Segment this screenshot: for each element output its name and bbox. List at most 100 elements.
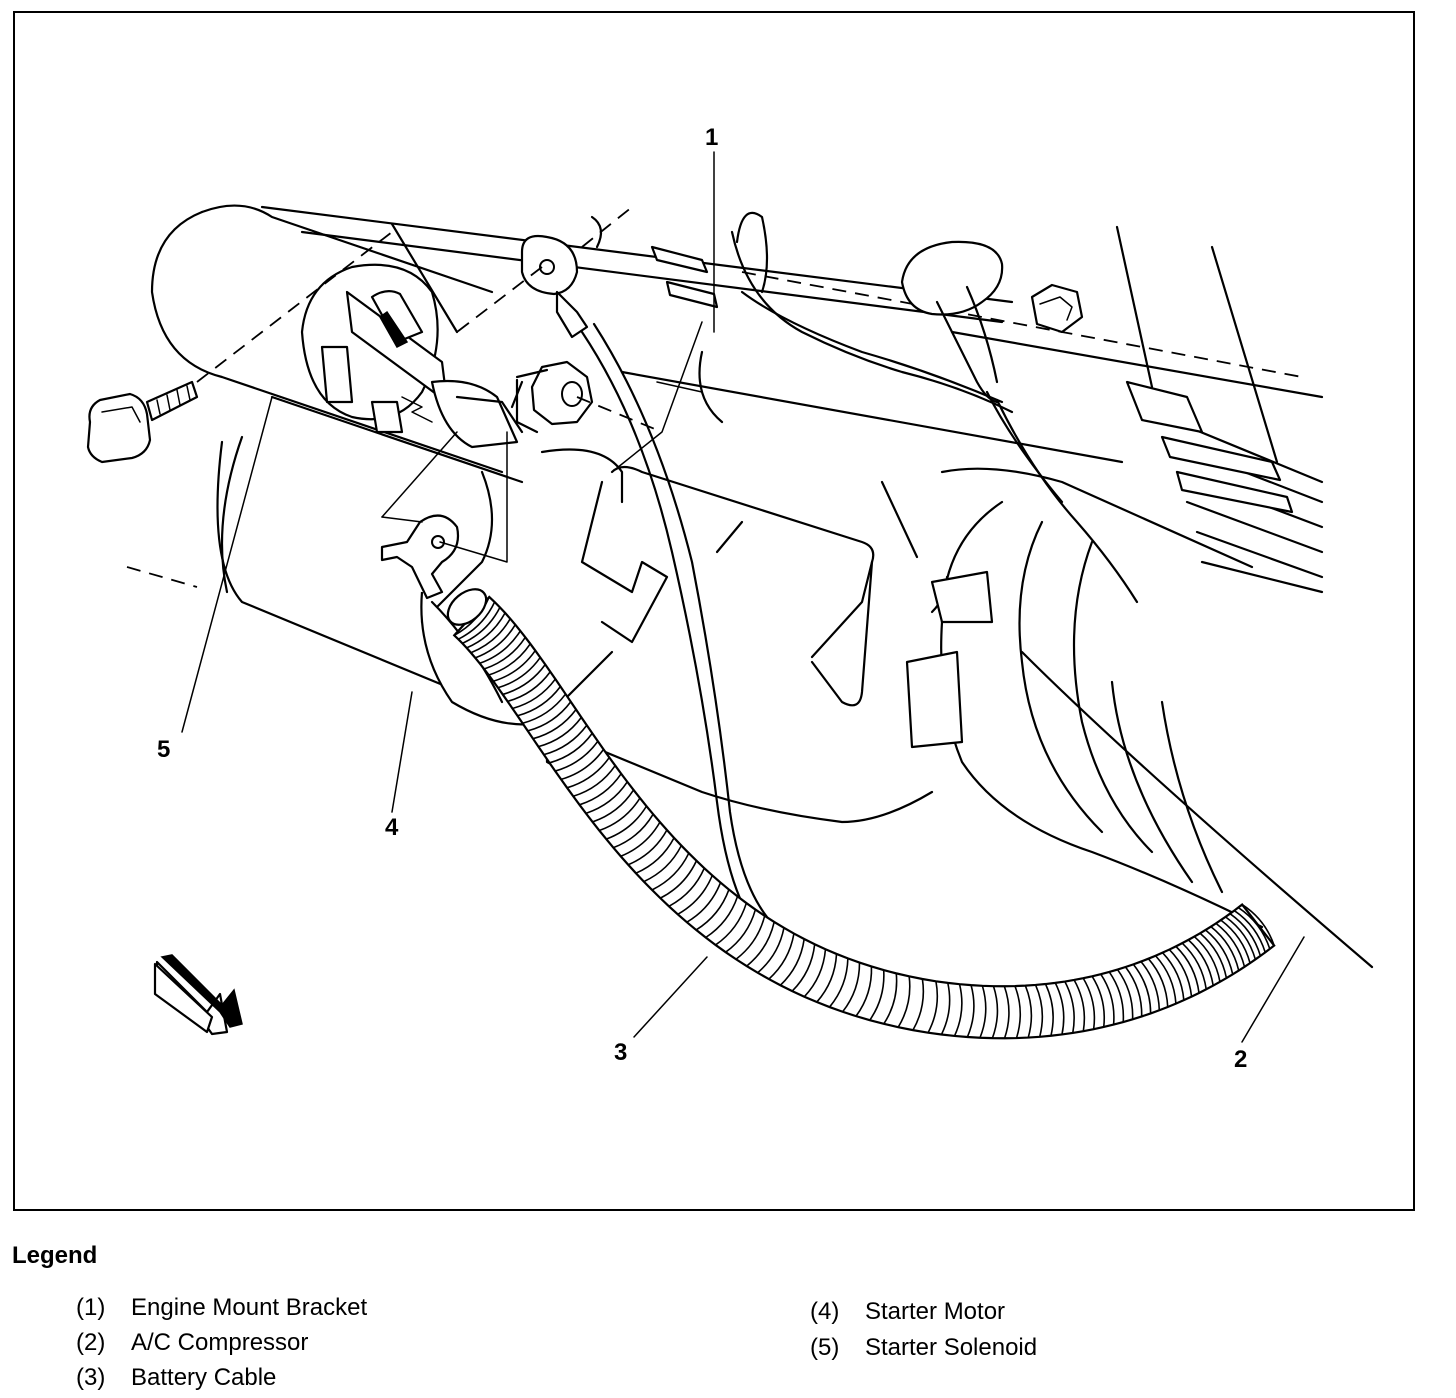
- engine-block: [260, 205, 1324, 594]
- conduit-rib: [791, 944, 816, 992]
- conduit-rib: [768, 933, 795, 980]
- conduit-rib: [635, 837, 675, 874]
- conduit-rib: [543, 724, 588, 756]
- legend-item: (5)Starter Solenoid: [810, 1333, 1037, 1363]
- callout-2: 2: [1234, 1046, 1247, 1073]
- callout-5: 5: [157, 736, 170, 763]
- conduit-rib: [517, 686, 562, 717]
- conduit-rib: [991, 985, 999, 1039]
- conduit-rib: [512, 678, 556, 710]
- legend-item-text: Battery Cable: [131, 1364, 277, 1391]
- conduit-rib: [1140, 961, 1161, 1011]
- callout-3: 3: [614, 1039, 627, 1066]
- conduit-rib: [643, 845, 683, 883]
- conduit-rib: [555, 740, 599, 772]
- conduit-rib: [1064, 981, 1075, 1034]
- conduit-rib: [1187, 939, 1214, 986]
- conduit-rib: [1082, 977, 1096, 1030]
- callout-4: 4: [385, 814, 399, 841]
- conduit-rib: [1205, 929, 1234, 975]
- starter-solenoid: [300, 263, 524, 449]
- conduit-rib: [483, 636, 526, 670]
- conduit-rib: [1044, 983, 1054, 1036]
- conduit-rib: [940, 982, 951, 1035]
- conduit-rib: [579, 773, 622, 806]
- conduit-rib: [457, 601, 496, 640]
- lower-ring-terminal: [380, 431, 508, 600]
- conduit-rib: [507, 671, 551, 703]
- ground-dash: [126, 566, 198, 588]
- conduit-rib: [1014, 985, 1022, 1039]
- conduit-rib: [522, 693, 567, 725]
- legend-item-text: Starter Motor: [865, 1298, 1006, 1325]
- thin-cable: [580, 322, 769, 924]
- conduit-rib: [869, 970, 885, 1021]
- conduit-rib: [651, 852, 690, 891]
- legend-item: (3)Battery Cable: [76, 1363, 276, 1393]
- conduit-rib: [493, 650, 536, 683]
- conduit-rib: [1229, 913, 1262, 957]
- conduit-rib: [746, 921, 775, 967]
- conduit-rib: [1116, 969, 1134, 1020]
- conduit-rib: [953, 983, 963, 1037]
- conduit-rib: [757, 927, 785, 974]
- conduit-rib: [1003, 985, 1010, 1039]
- conduit-rib: [627, 829, 668, 866]
- conduit-rib: [1225, 916, 1257, 960]
- legend-title: Legend: [12, 1242, 98, 1269]
- conduit-rib: [803, 949, 827, 998]
- conduit-rib: [1199, 932, 1228, 979]
- conduit-rib: [527, 701, 572, 732]
- conduit-rib: [668, 867, 706, 907]
- conduit-rib: [1124, 966, 1143, 1017]
- conduit-rib: [1215, 922, 1246, 968]
- conduit-rib: [1237, 906, 1271, 950]
- legend-item: (4)Starter Motor: [810, 1297, 1005, 1327]
- cable-ring-terminal: [456, 206, 633, 339]
- legend-item-number: (2): [76, 1329, 106, 1356]
- conduit-rib: [686, 882, 722, 923]
- conduit-rib: [912, 978, 925, 1031]
- spark-plug-boot: [730, 211, 1139, 604]
- conduit-rib: [715, 902, 748, 946]
- conduit-rib: [979, 985, 987, 1039]
- conduit-rib: [779, 938, 805, 986]
- conduit-rib: [488, 643, 531, 676]
- callout-1: 1: [705, 124, 718, 151]
- conduit-rib: [502, 664, 546, 696]
- conduit-rib: [1054, 982, 1065, 1035]
- conduit-rib: [927, 981, 939, 1034]
- legend-item-number: (5): [810, 1334, 840, 1361]
- legend-item-number: (1): [76, 1294, 106, 1321]
- battery-cable-conduit: [446, 588, 1276, 1040]
- conduit-rib: [659, 860, 698, 899]
- diagram-frame: 1 2 3 4 5: [13, 11, 1415, 1211]
- conduit-rib: [1147, 958, 1169, 1008]
- conduit-rib: [613, 813, 654, 849]
- conduit-rib: [1175, 945, 1200, 994]
- conduit-rib: [474, 624, 516, 659]
- conduit-rib: [538, 716, 583, 748]
- conduit-rib: [1100, 973, 1115, 1025]
- legend-item: (1)Engine Mount Bracket: [76, 1293, 367, 1323]
- conduit-rib: [1193, 935, 1221, 982]
- conduit-rib: [605, 805, 648, 840]
- conduit-rib: [1161, 952, 1185, 1001]
- ac-compressor: [905, 467, 1374, 969]
- conduit-rib: [1108, 971, 1125, 1023]
- conduit-rib: [620, 821, 661, 857]
- legend-item: (2)A/C Compressor: [76, 1328, 308, 1358]
- conduit-rib: [1233, 909, 1266, 953]
- conduit-rib: [1154, 955, 1177, 1004]
- conduit-rib: [1073, 979, 1086, 1032]
- conduit-rib: [883, 973, 898, 1025]
- conduit-rib: [466, 612, 506, 649]
- mounting-bolt: [86, 222, 459, 464]
- conduit-rib: [705, 896, 739, 939]
- engine-mount-bracket: [580, 321, 919, 707]
- conduit-rib: [816, 953, 838, 1003]
- conduit-rib: [1168, 948, 1193, 997]
- conduit-rib: [828, 958, 849, 1008]
- conduit-rib: [855, 966, 873, 1017]
- conduit-rib: [842, 962, 861, 1013]
